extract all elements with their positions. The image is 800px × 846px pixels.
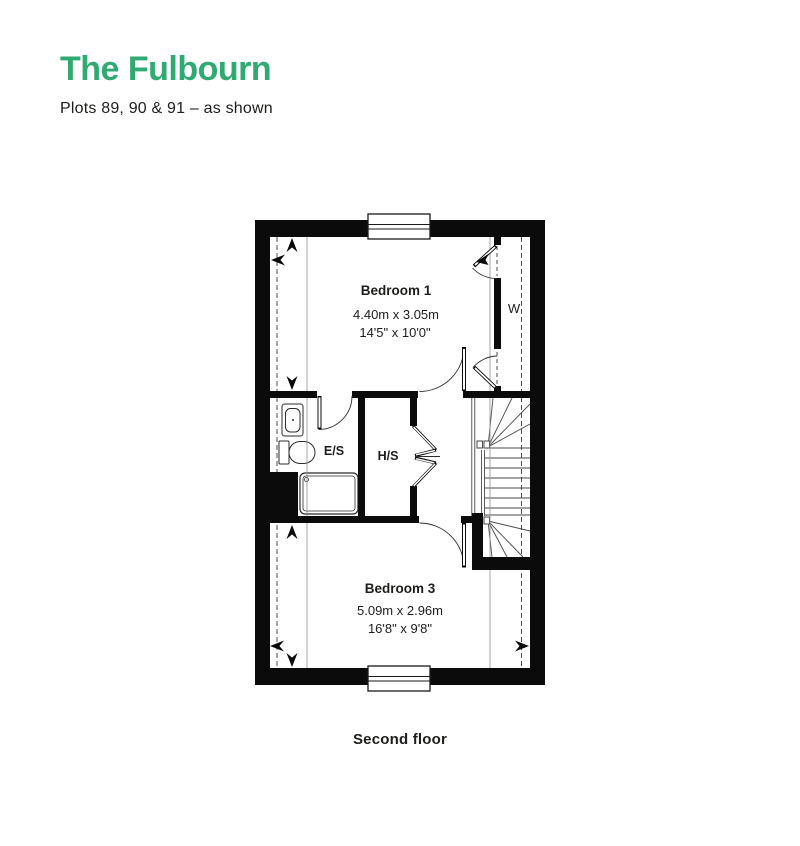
room-labels: Bedroom 1 4.40m x 3.05m 14'5" x 10'0" W … [324,283,521,636]
bedroom1-imperial: 14'5" x 10'0" [359,325,431,340]
wall-hs-left [358,392,365,523]
door-wardrobe-bottom [472,355,498,390]
arrow-down-bed3 [286,653,298,667]
ensuite-fixtures [278,403,359,515]
arrow-right-bed3 [515,640,529,652]
windows [367,213,431,692]
wall-outer-left [255,220,270,685]
door-ensuite [317,395,353,430]
bedroom3-imperial: 16'8" x 9'8" [368,621,432,636]
wall-hs-right-bottom [410,486,417,523]
wall-wardrobe-stub-top [494,237,501,245]
bedroom1-metric: 4.40m x 3.05m [353,307,439,322]
bedroom1-name: Bedroom 1 [361,283,432,298]
window-top [367,213,431,240]
arrow-left-bed3 [270,640,284,652]
doors [317,244,498,568]
wall-bed1-c [463,391,530,398]
door-bedroom1 [419,346,466,392]
window-bottom [367,665,431,692]
wall-stair-left [472,513,483,570]
arrow-wardrobe-door [476,253,489,265]
door-hs-bifold [411,424,440,489]
page-title: The Fulbourn [60,50,272,88]
store-label: H/S [378,449,399,463]
headroom-arrows [270,238,529,667]
headroom-lines [276,237,522,668]
wall-bed1-a [270,391,317,398]
arrow-up-bed1 [286,238,298,252]
sink [281,403,304,437]
wall-block [255,472,298,523]
door-bedroom3 [419,522,466,568]
staircase [471,397,531,558]
toilet [278,440,316,465]
wall-hs-right-top [410,392,417,426]
bedroom3-metric: 5.09m x 2.96m [357,603,443,618]
wardrobe-label: W [508,301,521,316]
wall-bed1-b [352,391,418,398]
wall-wardrobe-stub-bottom [494,386,501,394]
page-subtitle: Plots 89, 90 & 91 – as shown [60,100,273,117]
floor-caption: Second floor [352,731,448,748]
arrow-up-bed3 [286,525,298,539]
arrow-down-bed1 [286,376,298,390]
bedroom3-name: Bedroom 3 [365,581,436,596]
wall-bed3-a [270,516,419,523]
wall-outer-right [530,220,545,685]
shower [299,472,359,515]
stair-handrail [471,398,485,518]
wall-wardrobe-front [494,278,501,349]
wall-stair-bottom [472,557,530,570]
arrow-left-bed1 [271,254,285,266]
ensuite-label: E/S [324,444,344,458]
